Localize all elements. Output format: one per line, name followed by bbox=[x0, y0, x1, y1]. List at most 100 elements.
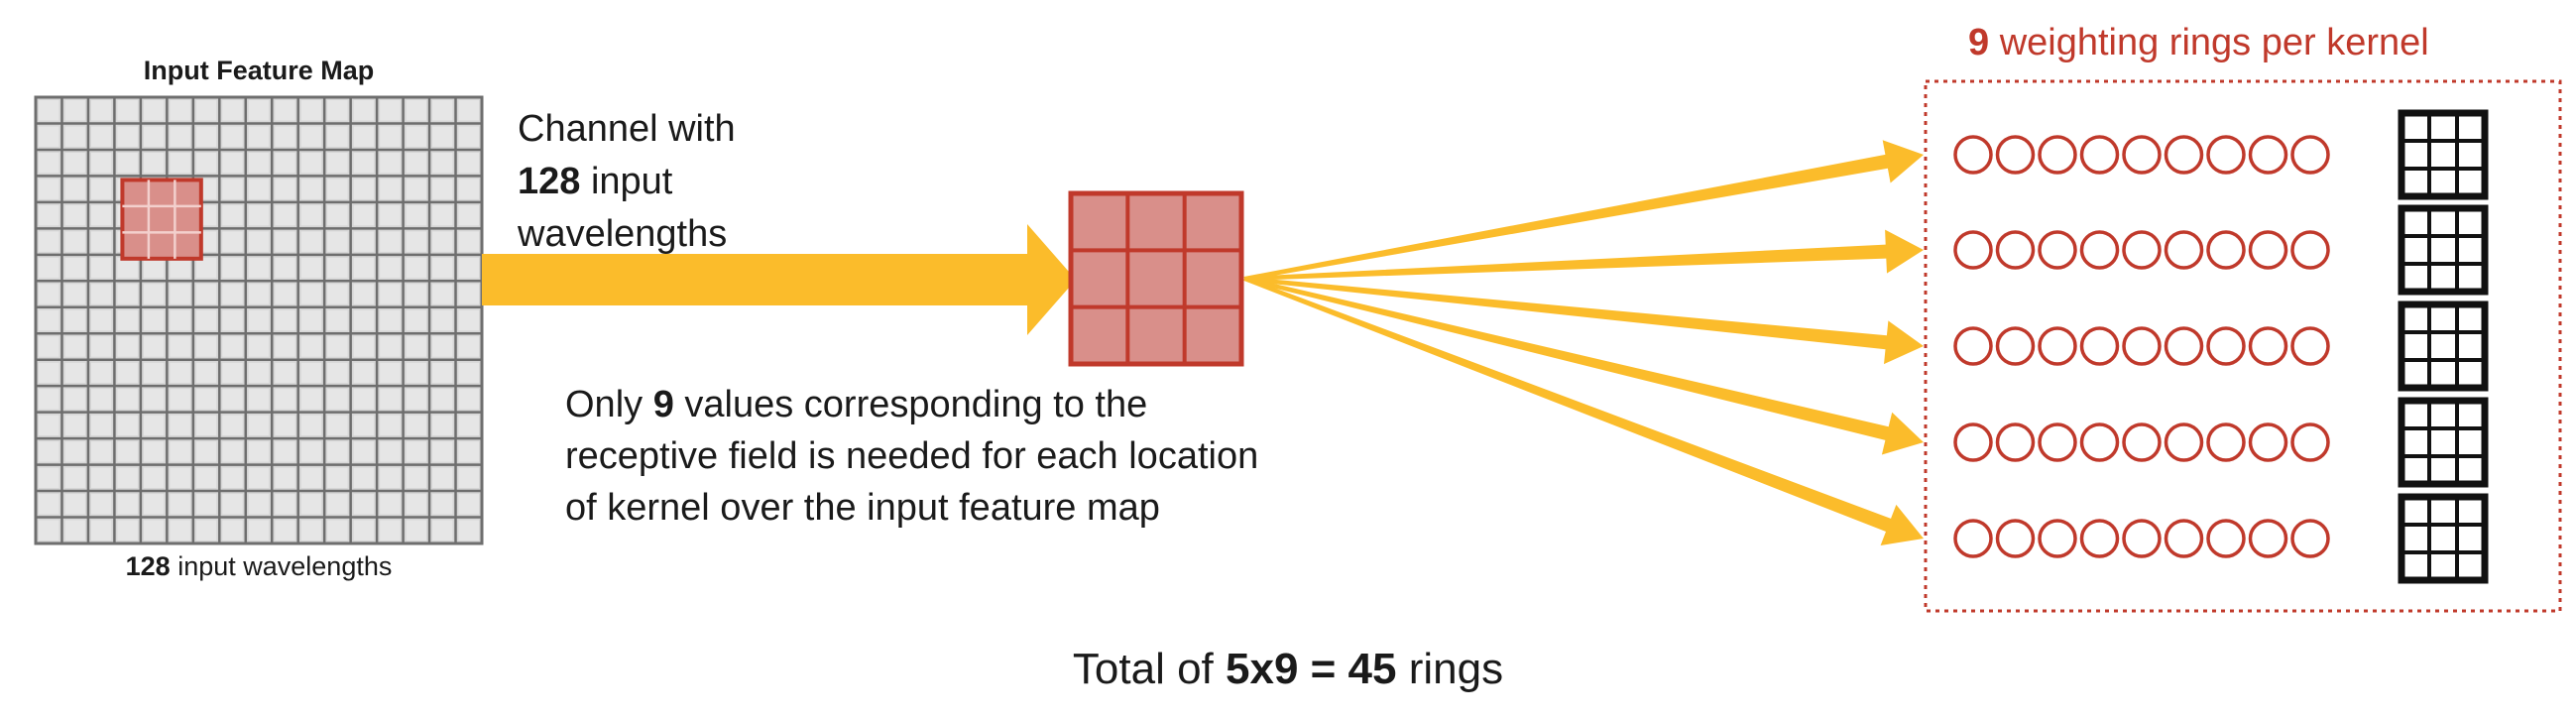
feature-map-cell bbox=[300, 362, 322, 384]
feature-map-cell bbox=[275, 336, 295, 357]
feature-map-cell bbox=[117, 494, 138, 515]
weighting-ring bbox=[2164, 422, 2204, 462]
feature-map-cell bbox=[248, 309, 270, 331]
mini-kernel bbox=[2398, 300, 2489, 392]
feature-map-cell bbox=[458, 204, 479, 226]
feature-map-cell bbox=[39, 257, 59, 279]
feature-map-cell bbox=[432, 126, 453, 147]
total-suffix: rings bbox=[1396, 645, 1504, 693]
weighting-ring bbox=[2206, 326, 2246, 366]
feature-map-cell bbox=[222, 126, 243, 147]
feature-map-cell bbox=[380, 389, 401, 410]
feature-map-cell bbox=[143, 415, 165, 436]
kernel-3x3 bbox=[1068, 190, 1244, 367]
weighting-ring bbox=[2290, 422, 2330, 462]
weighting-ring bbox=[2038, 230, 2077, 270]
feature-map-cell bbox=[327, 179, 348, 199]
receptive-note-line-1-post: values corresponding to the bbox=[673, 384, 1148, 425]
feature-map-cell bbox=[275, 231, 295, 252]
feature-map-cell bbox=[222, 336, 243, 357]
feature-map-cell bbox=[195, 100, 217, 121]
mini-kernel bbox=[2398, 109, 2489, 200]
feature-map-cell bbox=[275, 309, 295, 331]
weighting-ring bbox=[2122, 230, 2162, 270]
feature-map-cell bbox=[222, 389, 243, 410]
feature-map-cell bbox=[195, 467, 217, 489]
feature-map-cell bbox=[143, 441, 165, 462]
feature-map-cell bbox=[248, 441, 270, 462]
feature-map-cell bbox=[458, 179, 479, 199]
feature-map-cell bbox=[432, 467, 453, 489]
feature-map-cell bbox=[353, 179, 375, 199]
feature-map-cell bbox=[64, 284, 85, 304]
feature-map-cell bbox=[170, 309, 190, 331]
feature-map-cell bbox=[64, 204, 85, 226]
mini-kernel bbox=[2398, 397, 2489, 488]
feature-map-cell bbox=[300, 179, 322, 199]
feature-map-cell bbox=[39, 100, 59, 121]
feature-map-cell bbox=[327, 494, 348, 515]
feature-map-cell bbox=[90, 415, 112, 436]
feature-map-cell bbox=[327, 204, 348, 226]
weighting-ring bbox=[2122, 135, 2162, 175]
feature-map-cell bbox=[64, 231, 85, 252]
feature-map-cell bbox=[195, 520, 217, 541]
feature-map-cell bbox=[248, 415, 270, 436]
feature-map-cell bbox=[64, 257, 85, 279]
weighting-ring bbox=[1953, 230, 1993, 270]
feature-map-cell bbox=[406, 389, 427, 410]
feature-map-cell bbox=[406, 441, 427, 462]
feature-map-cell bbox=[195, 362, 217, 384]
feature-map-cell bbox=[195, 336, 217, 357]
feature-map-cell bbox=[458, 126, 479, 147]
feature-map-cell bbox=[195, 309, 217, 331]
weighting-ring bbox=[1953, 422, 1993, 462]
weighting-ring bbox=[2038, 135, 2077, 175]
feature-map-cell bbox=[380, 441, 401, 462]
feature-map-cell bbox=[380, 362, 401, 384]
feature-map-cell bbox=[143, 126, 165, 147]
feature-map-cell bbox=[275, 257, 295, 279]
feature-map-cell bbox=[327, 257, 348, 279]
total-rings-note: Total of 5x9 = 45 rings bbox=[0, 645, 2576, 694]
feature-map-cell bbox=[170, 520, 190, 541]
feature-map-cell bbox=[275, 467, 295, 489]
feature-map-cell bbox=[458, 467, 479, 489]
weighting-ring bbox=[2164, 230, 2204, 270]
feature-map-cell bbox=[170, 126, 190, 147]
feature-map-cell bbox=[222, 231, 243, 252]
feature-map-cell bbox=[406, 494, 427, 515]
feature-map-cell bbox=[353, 441, 375, 462]
weighting-ring bbox=[2164, 519, 2204, 558]
input-feature-map-grid bbox=[34, 95, 484, 545]
input-map-footer: 128 input wavelengths bbox=[0, 551, 518, 582]
feature-map-cell bbox=[327, 389, 348, 410]
feature-map-cell bbox=[39, 126, 59, 147]
feature-map-cell bbox=[39, 494, 59, 515]
feature-map-cell bbox=[300, 336, 322, 357]
feature-map-cell bbox=[248, 467, 270, 489]
feature-map-cell bbox=[170, 100, 190, 121]
feature-map-cell bbox=[90, 467, 112, 489]
feature-map-cell bbox=[458, 257, 479, 279]
feature-map-cell bbox=[195, 415, 217, 436]
weighting-ring bbox=[1953, 326, 1993, 366]
feature-map-cell bbox=[143, 309, 165, 331]
feature-map-cell bbox=[222, 100, 243, 121]
feature-map-cell bbox=[432, 309, 453, 331]
feature-map-cell bbox=[432, 152, 453, 174]
weighting-ring bbox=[2290, 135, 2330, 175]
mini-kernel bbox=[2398, 204, 2489, 296]
weighting-ring bbox=[2206, 135, 2246, 175]
feature-map-cell bbox=[170, 336, 190, 357]
weighting-ring bbox=[2038, 326, 2077, 366]
feature-map-cell bbox=[353, 309, 375, 331]
feature-map-cell bbox=[353, 362, 375, 384]
feature-map-cell bbox=[222, 362, 243, 384]
feature-map-cell bbox=[300, 494, 322, 515]
feature-map-cell bbox=[117, 415, 138, 436]
feature-map-cell bbox=[90, 284, 112, 304]
feature-map-cell bbox=[248, 284, 270, 304]
feature-map-cell bbox=[222, 415, 243, 436]
feature-map-cell bbox=[64, 336, 85, 357]
